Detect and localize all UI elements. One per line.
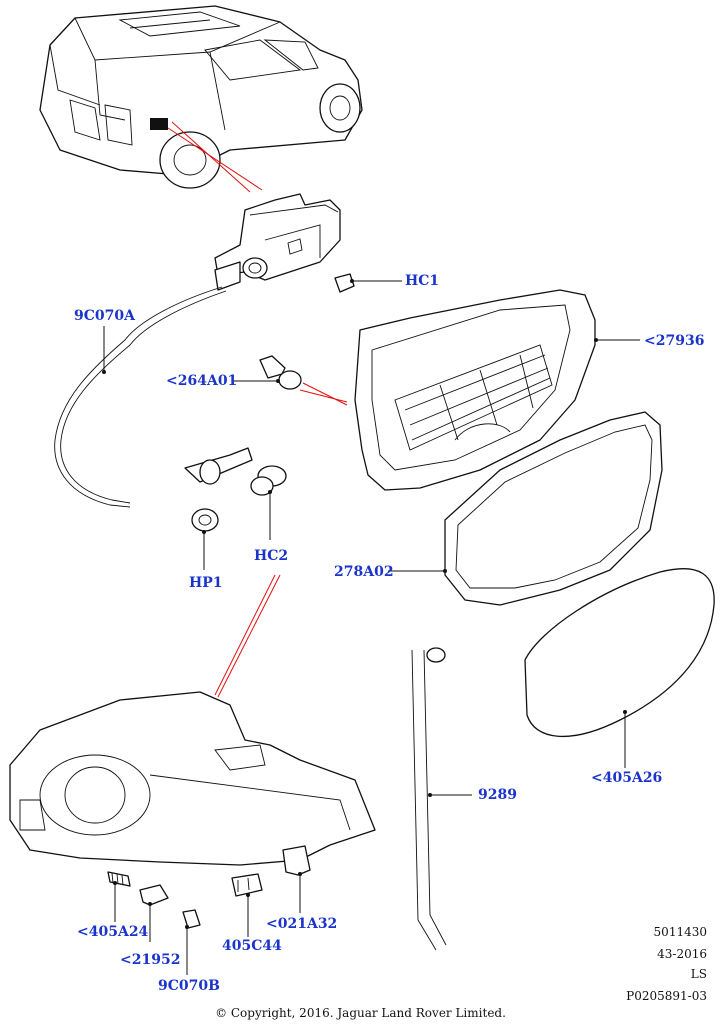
reference-code: LS [690, 967, 707, 981]
callout-021a32[interactable]: <021A32 [266, 916, 338, 932]
housing-rear-view [9, 691, 376, 866]
connector-405c44 [231, 873, 263, 897]
reference-date: 43-2016 [657, 947, 707, 961]
callout-hp1[interactable]: HP1 [189, 575, 223, 591]
clip-21952 [139, 884, 169, 906]
filler-housing-27936 [354, 289, 596, 491]
hp1-plug [191, 508, 219, 532]
callout-264a01[interactable]: <264A01 [166, 373, 238, 389]
clip-9c070b [182, 909, 201, 929]
callout-405a24[interactable]: <405A24 [77, 924, 149, 940]
hc2-grommet [250, 465, 287, 496]
release-cable [54, 286, 253, 508]
hc1-clip [334, 273, 355, 293]
callout-hc1[interactable]: HC1 [405, 273, 440, 289]
gasket-278a02 [444, 411, 663, 606]
reference-illustration-id: P0205891-03 [626, 989, 707, 1003]
fuel-flap-actuator [214, 193, 341, 291]
callout-27936[interactable]: <27936 [644, 333, 705, 349]
reference-number: 5011430 [653, 925, 707, 939]
callout-9c070b[interactable]: 9C070B [158, 978, 220, 994]
callout-hc2[interactable]: HC2 [254, 548, 289, 564]
callout-9289[interactable]: 9289 [478, 787, 517, 803]
vehicle-illustration [39, 5, 363, 189]
fuel-flap-405a26 [524, 568, 715, 738]
bracket-021a32 [282, 845, 311, 876]
callout-278a02[interactable]: 278A02 [334, 564, 394, 580]
fuel-flap-highlight [150, 118, 168, 130]
copyright-notice: © Copyright, 2016. Jaguar Land Rover Lim… [215, 1006, 506, 1020]
bump-stop-264a01 [259, 355, 302, 390]
leader-lines [102, 279, 640, 975]
drain-tube-9289 [411, 647, 447, 951]
callout-9c070a[interactable]: 9C070A [74, 308, 135, 324]
spring-405a24 [107, 871, 131, 887]
callout-405c44[interactable]: 405C44 [222, 938, 282, 954]
callout-405a26[interactable]: <405A26 [591, 770, 663, 786]
callout-21952[interactable]: <21952 [120, 952, 181, 968]
